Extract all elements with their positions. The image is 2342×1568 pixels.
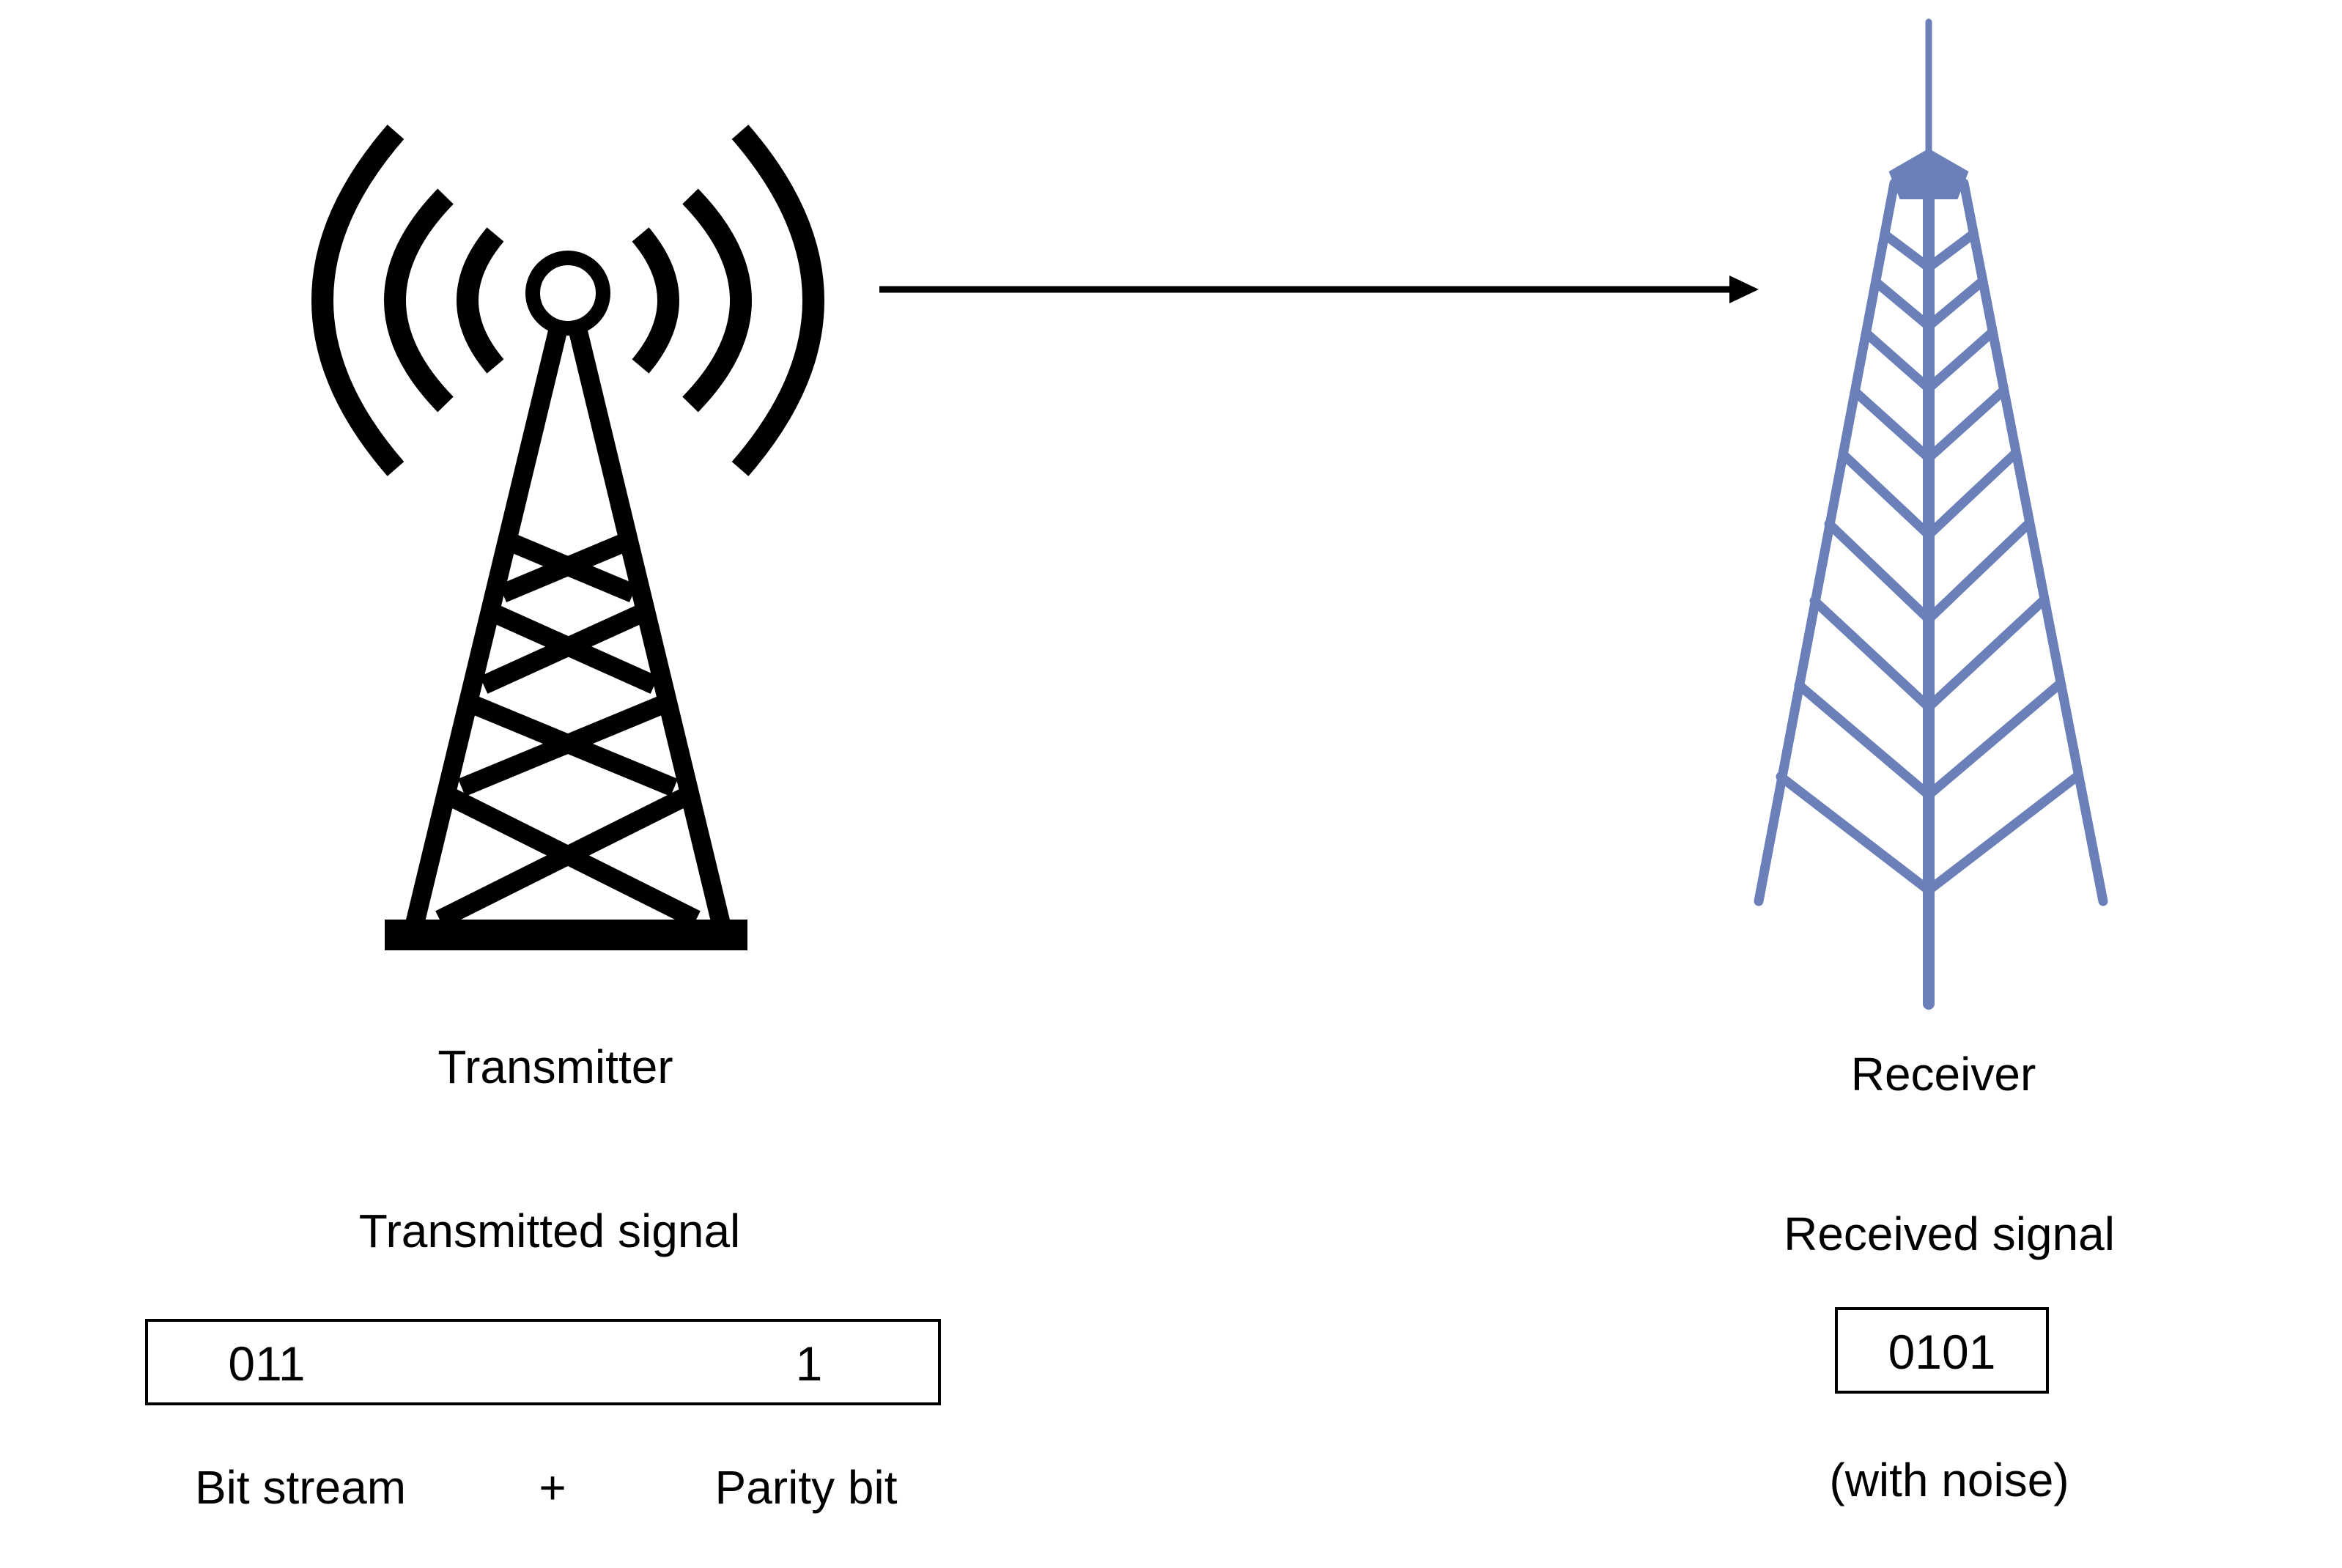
received-signal-box: 0101 (1835, 1307, 2049, 1394)
signal-waves-left-icon (311, 125, 504, 476)
bit-stream-value: 011 (228, 1336, 306, 1391)
receiver-label: Receiver (1850, 1048, 2036, 1101)
received-signal-title: Received signal (1784, 1208, 2115, 1260)
transmitted-signal-box: 011 1 (145, 1319, 941, 1405)
bit-stream-label: Bit stream (194, 1461, 407, 1514)
transmitter-tower-icon (311, 125, 824, 950)
noise-note: (with noise) (1829, 1454, 2069, 1506)
transmitter-label: Transmitter (437, 1040, 673, 1093)
antenna-ball (525, 251, 610, 336)
parity-bit-value: 1 (795, 1336, 823, 1391)
received-value: 0101 (1888, 1325, 1996, 1379)
plus-sign: + (539, 1461, 566, 1514)
parity-bit-label: Parity bit (714, 1461, 898, 1514)
signal-waves-right-icon (632, 125, 824, 476)
transmitted-signal-title: Transmitted signal (358, 1205, 741, 1257)
transmission-arrow (879, 275, 1759, 303)
receiver-tower-icon (1754, 18, 2108, 1010)
